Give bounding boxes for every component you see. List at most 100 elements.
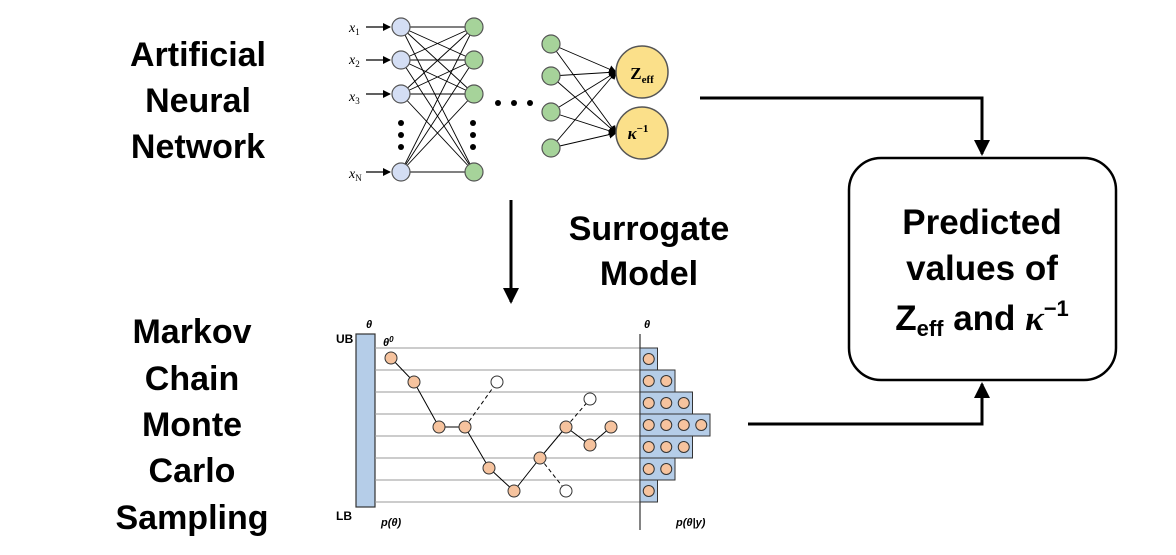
histogram-sample (660, 463, 673, 475)
chain-link (413, 381, 440, 428)
accepted-sample (533, 451, 547, 465)
hidden-node (464, 84, 484, 104)
hidden-node (464, 17, 484, 37)
result-line-2: values of (906, 249, 1058, 288)
input-label-x3: x3 (348, 90, 360, 106)
posterior-label: p(θ|y) (675, 517, 706, 529)
mcmc-title-line-4: Carlo (149, 452, 236, 490)
histogram-sample (642, 419, 655, 431)
accepted-sample (407, 375, 421, 389)
input-node (391, 17, 411, 37)
ann-edge (550, 43, 617, 134)
histogram-sample (677, 441, 690, 453)
ann-edge (550, 75, 617, 134)
histogram-sample (660, 441, 673, 453)
ann-ellipsis (398, 100, 533, 150)
prior-label: p(θ) (380, 517, 402, 529)
ann-edge (400, 26, 475, 173)
ann-edge (400, 59, 475, 95)
hidden-node (464, 162, 484, 182)
ann-edge (550, 71, 617, 113)
hidden-node (541, 34, 561, 54)
histogram-sample (642, 463, 655, 475)
accepted-sample (507, 484, 521, 498)
ann-title-line-2: Neural (145, 82, 251, 120)
histogram-sample (695, 419, 708, 431)
ellipsis-dot (511, 100, 517, 106)
ann-input-arrows (366, 23, 391, 176)
mcmc-title-line-5: Sampling (115, 499, 268, 537)
ann-output-nodes: Zeff κ−1 (615, 45, 669, 160)
result-text: Predicted values of Zeff and κ−1 (895, 203, 1069, 341)
histogram-sample (642, 375, 655, 387)
mcmc-plot: UB LB θ θ0 p(θ) θ p(θ|y) (336, 319, 711, 530)
output-label-kappa: κ−1 (628, 123, 649, 143)
mcmc-title-line-1: Markov (132, 313, 251, 351)
ellipsis-dot (398, 120, 404, 126)
chain-link (539, 426, 567, 459)
ann-edge (550, 111, 617, 135)
rejected-sample (490, 375, 504, 389)
result-line-3: Zeff and κ−1 (895, 296, 1069, 341)
ellipsis-dot (398, 144, 404, 150)
input-node (391, 84, 411, 104)
surrogate-label: Surrogate Model (569, 210, 730, 293)
ann-title-line-3: Network (131, 128, 265, 166)
accepted-sample (604, 420, 618, 434)
lb-label: LB (336, 509, 352, 523)
accepted-sample (583, 438, 597, 452)
input-label-x1: x1 (348, 21, 360, 37)
chain-link (464, 426, 490, 469)
ann-nodes (391, 17, 561, 182)
result-line-1: Predicted (902, 203, 1062, 242)
posterior-histogram (639, 347, 711, 503)
hidden-node (464, 50, 484, 70)
ellipsis-dot (398, 132, 404, 138)
chain-link (513, 457, 541, 492)
surrogate-line-2: Model (600, 255, 698, 293)
rejected-link (464, 381, 498, 428)
ann-edge (550, 43, 617, 73)
hidden-node (541, 66, 561, 86)
ann-edge (400, 26, 475, 95)
ann-edge (400, 26, 475, 61)
ellipsis-dot (470, 120, 476, 126)
output-node-zeff (615, 45, 669, 99)
accepted-sample (384, 351, 398, 365)
theta-axis-label: θ (366, 319, 372, 331)
histogram-sample (660, 397, 673, 409)
input-node (391, 50, 411, 70)
ellipsis-dot (470, 144, 476, 150)
mcmc-to-result-arrow (748, 382, 990, 426)
hidden-node (541, 102, 561, 122)
histogram-sample (642, 353, 655, 365)
accepted-sample (559, 420, 573, 434)
ann-edges (400, 26, 617, 173)
histogram-sample (677, 397, 690, 409)
histogram-sample (677, 419, 690, 431)
ann-edge (400, 59, 475, 173)
ellipsis-dot (527, 100, 533, 106)
histogram-sample (660, 375, 673, 387)
rejected-sample (583, 392, 597, 406)
rejected-sample (559, 484, 573, 498)
output-node-kappa (615, 106, 669, 160)
posterior-theta-label: θ (644, 319, 650, 331)
input-label-x2: x2 (348, 53, 360, 69)
histogram-sample (642, 485, 655, 497)
theta0-label: θ0 (383, 335, 394, 349)
mcmc-title-line-3: Monte (142, 406, 242, 444)
ellipsis-dot (470, 132, 476, 138)
rejected-link (539, 457, 567, 492)
ub-label: UB (336, 332, 354, 346)
mcmc-title: Markov Chain Monte Carlo Sampling (115, 313, 268, 537)
histogram-sample (660, 419, 673, 431)
histogram-sample (642, 441, 655, 453)
output-label-zeff: Zeff (630, 64, 654, 86)
ann-edge (400, 93, 475, 173)
ann-edge (550, 68, 617, 77)
mcmc-grid (375, 347, 640, 503)
mcmc-title-line-2: Chain (145, 360, 239, 398)
